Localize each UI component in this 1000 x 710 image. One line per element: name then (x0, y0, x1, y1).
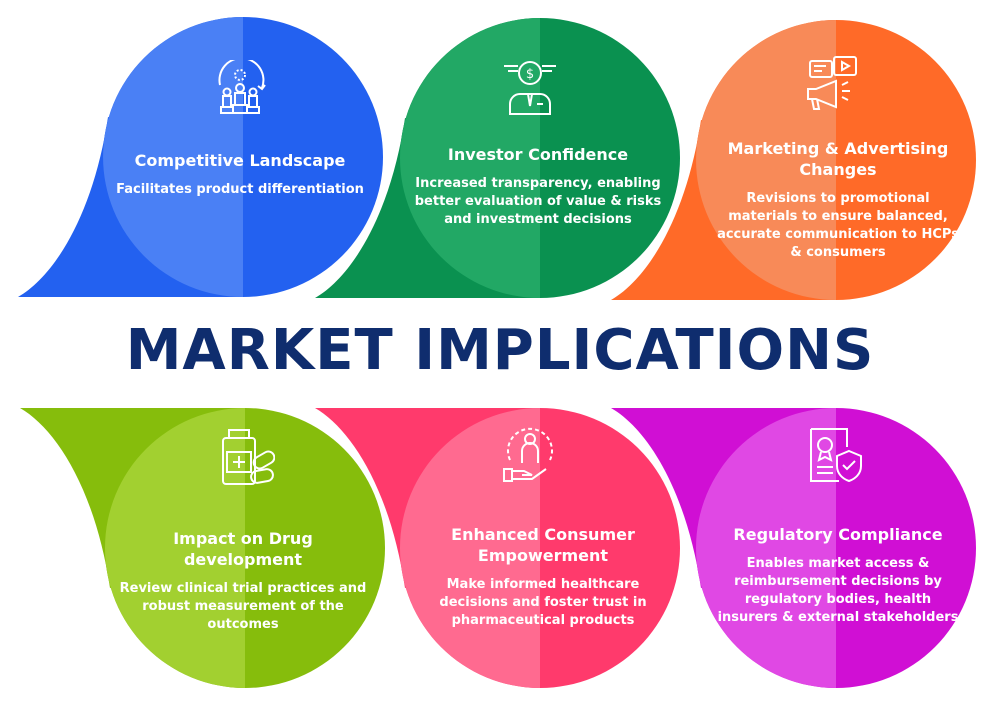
bubble-3 (611, 20, 976, 300)
card-text: Increased transparency, enabling better … (414, 176, 662, 227)
bubble-5 (315, 408, 680, 688)
bubble-6 (611, 408, 976, 688)
card-competitive-landscape: Competitive Landscape Facilitates produc… (115, 150, 365, 199)
card-heading: Competitive Landscape (134, 151, 346, 170)
card-regulatory-compliance: Regulatory Compliance Enables market acc… (713, 524, 963, 627)
investor-icon: $ (504, 61, 556, 115)
card-heading: Regulatory Compliance (733, 525, 943, 544)
bubble-highlight (103, 17, 243, 297)
page-title: MARKET IMPLICATIONS (125, 318, 875, 383)
card-text: Make informed healthcare decisions and f… (439, 577, 647, 628)
bubble-2 (315, 18, 680, 298)
bubble-4 (20, 408, 385, 688)
bubble-highlight (696, 20, 836, 300)
certificate-shield-icon (810, 428, 862, 483)
podium-icon (218, 60, 266, 114)
megaphone-icon (807, 56, 857, 110)
card-marketing-advertising: Marketing & Advertising Changes Revision… (713, 138, 963, 262)
card-text: Review clinical trial practices and robu… (119, 581, 367, 632)
card-heading: Enhanced Consumer Empowerment (451, 525, 635, 565)
card-consumer-empowerment: Enhanced Consumer Empowerment Make infor… (418, 524, 668, 630)
empowerment-icon (503, 427, 553, 482)
bubble-highlight (696, 408, 836, 688)
card-heading: Impact on Drug development (173, 529, 313, 569)
bubble-highlight (400, 18, 540, 298)
card-text: Revisions to promotional materials to en… (717, 191, 959, 260)
card-text: Facilitates product differentiation (116, 182, 364, 197)
card-drug-development: Impact on Drug development Review clinic… (118, 528, 368, 634)
card-text: Enables market access & reimbursement de… (717, 556, 959, 625)
bubble-highlight (105, 408, 245, 688)
bubble-1 (18, 17, 383, 297)
svg-text:$: $ (526, 67, 534, 82)
card-heading: Investor Confidence (447, 145, 629, 164)
medicine-icon (222, 429, 275, 485)
card-investor-confidence: Investor Confidence Increased transparen… (413, 144, 663, 229)
card-heading: Marketing & Advertising Changes (727, 139, 949, 179)
